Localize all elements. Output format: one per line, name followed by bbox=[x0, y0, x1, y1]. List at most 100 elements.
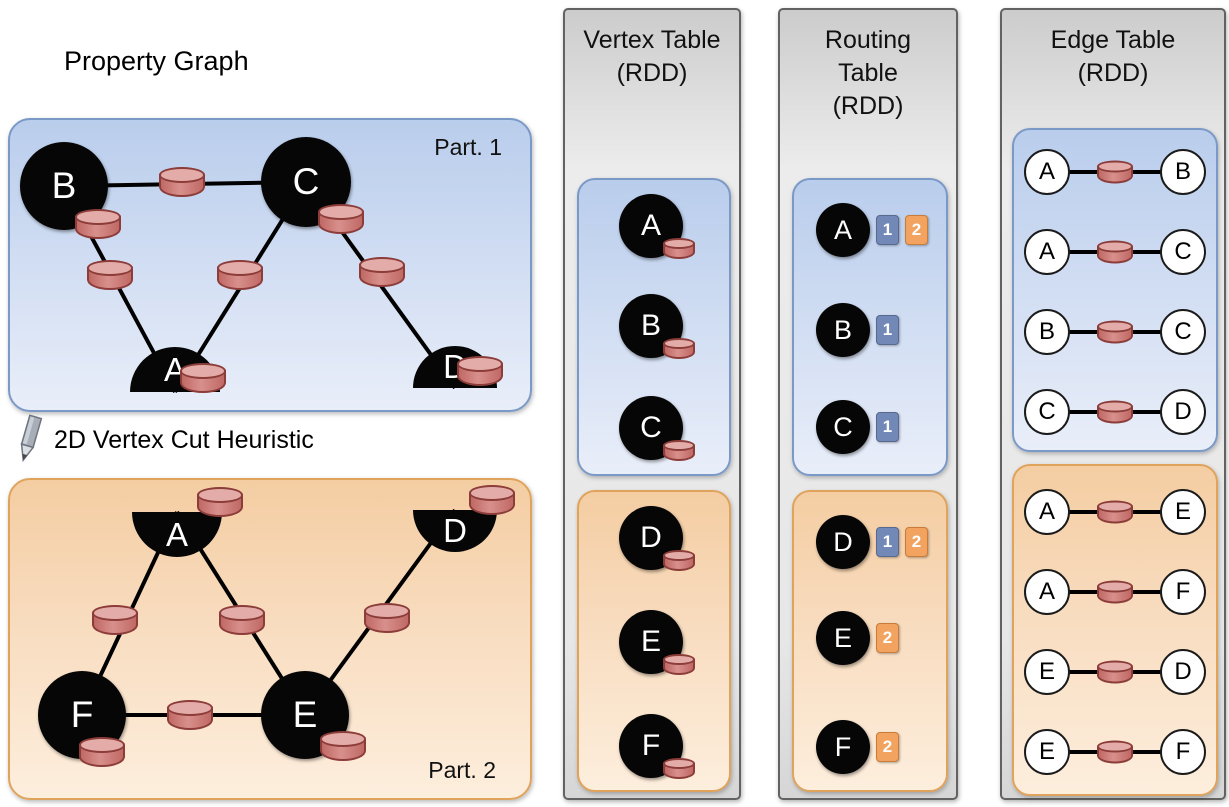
vertex-F-label: F bbox=[70, 694, 94, 735]
edge-property-cylinder-icon bbox=[1097, 580, 1133, 604]
vertex-label: F bbox=[834, 731, 852, 762]
vertex-item-A: A bbox=[579, 194, 729, 290]
partition-ref-label: 1 bbox=[882, 220, 893, 239]
edge-property-cylinder-icon bbox=[167, 700, 213, 730]
edge-connector bbox=[1057, 148, 1173, 196]
edge-property-cylinder-icon bbox=[159, 167, 205, 197]
vertex-label: A bbox=[640, 209, 661, 242]
partition-ref-label: 2 bbox=[911, 532, 922, 551]
edge-connector bbox=[1057, 308, 1173, 356]
edge-src-vertex: A bbox=[1024, 489, 1070, 535]
edge-connector bbox=[1057, 648, 1173, 696]
vertex-property-cylinder-icon bbox=[469, 485, 515, 515]
vertex-cut-heuristic: 2D Vertex Cut Heuristic bbox=[14, 414, 314, 466]
vertex-item-C: C bbox=[579, 396, 729, 492]
vertex-label: D bbox=[833, 526, 853, 557]
partition-2-box: Part. 2 A D F E bbox=[8, 478, 532, 800]
edge-connector bbox=[1057, 388, 1173, 436]
edge-property-cylinder-icon bbox=[219, 605, 265, 635]
vertex-E-label: E bbox=[292, 694, 318, 735]
routing-table-subtitle: (RDD) bbox=[832, 92, 904, 120]
partition-1-label: Part. 1 bbox=[434, 134, 502, 160]
edge-property-cylinder-icon bbox=[1097, 160, 1133, 184]
vertex-label: C bbox=[1174, 318, 1192, 345]
vertex-item-F: F bbox=[579, 714, 729, 807]
vertex-label: A bbox=[1038, 158, 1055, 185]
vertex-label: F bbox=[1175, 578, 1191, 605]
edge-property-cylinder-icon bbox=[1097, 740, 1133, 764]
edge-property-cylinder-icon bbox=[87, 260, 133, 290]
edge-table: Edge Table (RDD) A B A C B C C D bbox=[1000, 8, 1226, 800]
partition-ref-label: 1 bbox=[882, 417, 893, 436]
vertex-property-cylinder-icon bbox=[197, 487, 243, 517]
routing-table-partition-1: A 1 2 B 1 C 1 bbox=[792, 178, 948, 476]
vertex-circle: D bbox=[619, 506, 683, 570]
vertex-circle: B bbox=[619, 294, 683, 358]
vertex-table-title-line: Vertex Table bbox=[583, 26, 721, 54]
edge-src-vertex: A bbox=[1024, 149, 1070, 195]
partition-ref-badge: 2 bbox=[876, 623, 899, 653]
vertex-circle: E bbox=[816, 611, 870, 665]
routing-table-title-line: Routing bbox=[824, 26, 912, 54]
vertex-label: D bbox=[1174, 398, 1192, 425]
vertex-label: C bbox=[640, 411, 662, 444]
edge-row-C-D: C D bbox=[1024, 388, 1206, 436]
edge-src-vertex: E bbox=[1024, 729, 1070, 775]
vertex-label: E bbox=[833, 622, 852, 653]
vertex-label: F bbox=[641, 729, 661, 762]
vertex-item-E: E bbox=[579, 610, 729, 706]
edge-row-B-C: B C bbox=[1024, 308, 1206, 356]
edge-dst-vertex: B bbox=[1160, 149, 1206, 195]
property-cylinder-icon bbox=[663, 440, 695, 461]
edge-row-A-B: A B bbox=[1024, 148, 1206, 196]
vertex-label: C bbox=[1174, 238, 1192, 265]
partition-1-box: Part. 1 B C A D bbox=[8, 118, 532, 412]
vertex-table-partition-1: A B C bbox=[577, 178, 731, 476]
edge-property-cylinder-icon bbox=[1097, 400, 1133, 424]
edge-src-vertex: A bbox=[1024, 229, 1070, 275]
vertex-property-cylinder-icon bbox=[457, 356, 503, 386]
routing-row-B: B 1 bbox=[816, 302, 899, 358]
partition-ref-badge: 2 bbox=[905, 215, 928, 245]
routing-row-D: D 1 2 bbox=[816, 514, 928, 570]
edge-table-subtitle: (RDD) bbox=[1077, 59, 1149, 87]
vertex-D-label: D bbox=[443, 512, 467, 549]
edge-src-vertex: E bbox=[1024, 649, 1070, 695]
edge-src-vertex: B bbox=[1024, 309, 1070, 355]
vertex-property-cylinder-icon bbox=[320, 731, 366, 761]
edge-connector bbox=[1057, 568, 1173, 616]
vertex-label: E bbox=[1038, 658, 1055, 685]
edge-dst-vertex: F bbox=[1160, 569, 1206, 615]
vertex-table-subtitle: (RDD) bbox=[616, 59, 688, 87]
partition-ref-label: 1 bbox=[882, 532, 893, 551]
partition-ref-badge: 1 bbox=[876, 412, 899, 442]
vertex-B-label: B bbox=[51, 165, 77, 206]
edge-dst-vertex: F bbox=[1160, 729, 1206, 775]
vertex-label: B bbox=[640, 309, 661, 342]
vertex-label: F bbox=[1175, 738, 1191, 765]
routing-row-F: F 2 bbox=[816, 719, 899, 775]
partition-ref-badge: 2 bbox=[905, 527, 928, 557]
vertex-circle: A bbox=[816, 203, 870, 257]
edge-property-cylinder-icon bbox=[1097, 240, 1133, 264]
edge-src-vertex: A bbox=[1024, 569, 1070, 615]
edge-row-E-F: E F bbox=[1024, 728, 1206, 776]
routing-row-E: E 2 bbox=[816, 610, 899, 666]
property-graph-title: Property Graph bbox=[64, 46, 249, 76]
edge-row-A-E: A E bbox=[1024, 488, 1206, 536]
partition-2-label: Part. 2 bbox=[428, 757, 496, 783]
edge-property-cylinder-icon bbox=[364, 603, 410, 633]
vertex-label: A bbox=[833, 214, 852, 245]
edge-connector bbox=[1057, 488, 1173, 536]
heuristic-label: 2D Vertex Cut Heuristic bbox=[54, 425, 314, 454]
vertex-A-label: A bbox=[165, 515, 188, 553]
property-cylinder-icon bbox=[663, 654, 695, 675]
vertex-circle: B bbox=[816, 303, 870, 357]
property-cylinder-icon bbox=[663, 758, 695, 779]
property-cylinder-icon bbox=[663, 238, 695, 259]
edge-property-cylinder-icon bbox=[92, 605, 138, 635]
property-cylinder-icon bbox=[663, 550, 695, 571]
vertex-label: D bbox=[640, 521, 662, 554]
edge-src-vertex: C bbox=[1024, 389, 1070, 435]
